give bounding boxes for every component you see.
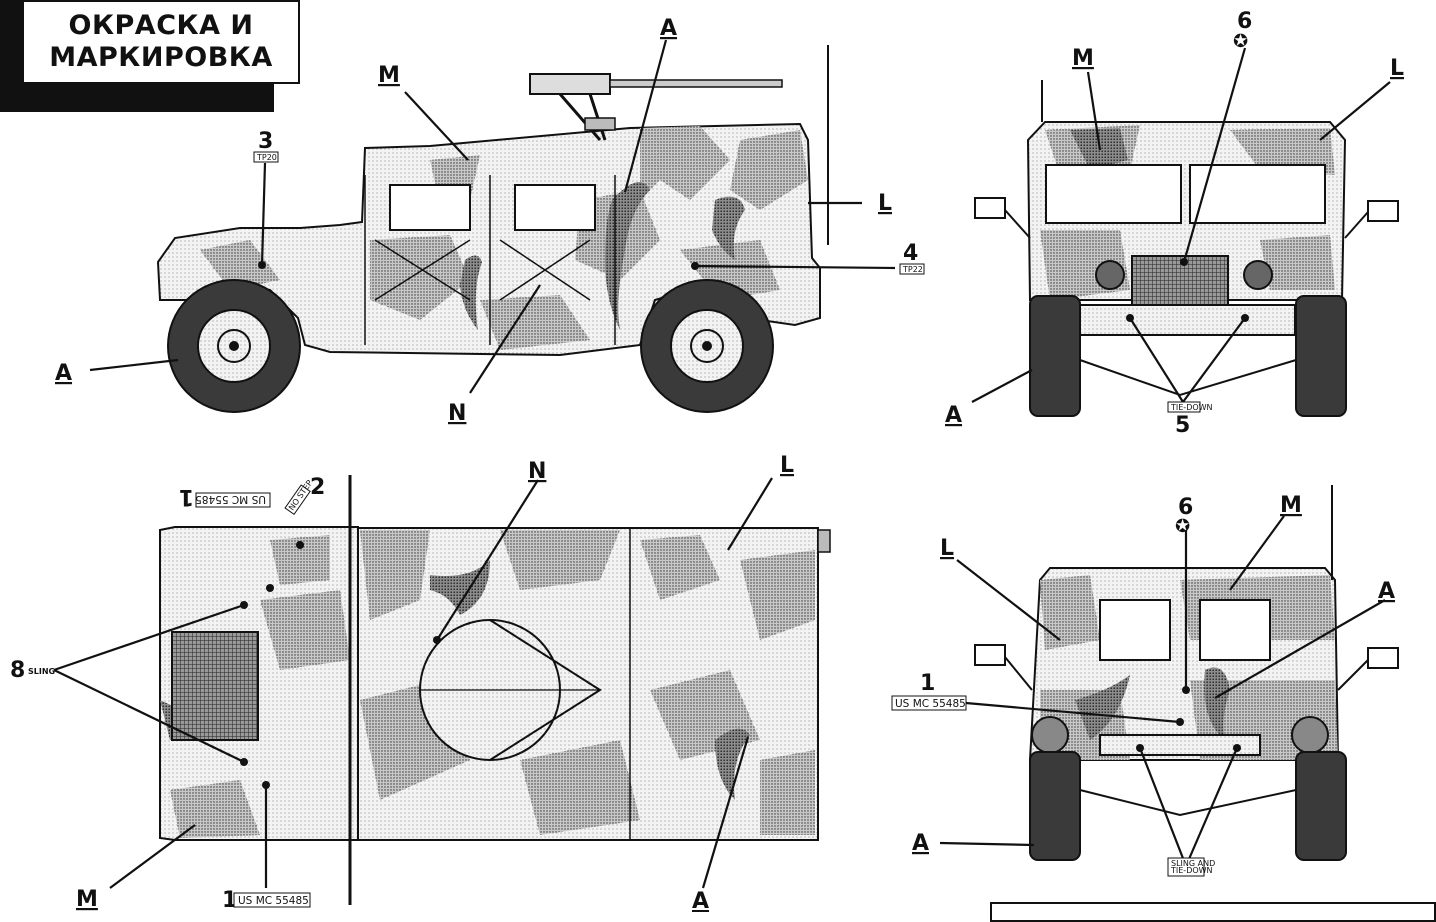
rear-view [974,485,1399,861]
label-l-rear: L [940,536,954,561]
marking-3: 3 [258,129,273,154]
marking-sling-tiedown-1: SLING AND [1171,859,1215,868]
marking-usmc-rear: US MC 55485 [895,698,966,710]
label-l-top: L [780,453,794,478]
label-m-side: M [378,63,400,88]
marking-1-top-upper: 1 [179,484,194,509]
page-title-line-2: МАРКИРОВКА [49,42,273,73]
marking-sling-tiedown-2: TIE-DOWN [1170,866,1213,875]
marking-tp22: TP22 [902,265,923,274]
label-l-front: L [1390,56,1404,81]
label-n-top: N [528,459,546,484]
decal-markings: 3 TP20 4 TP22 6 ✪ TIE-DOWN 5 1 US MC 554… [10,9,1252,913]
marking-1-top-lower: 1 [222,888,237,912]
label-a-front: A [945,403,962,428]
marking-tiedown: TIE-DOWN [1170,403,1213,412]
marking-dots [240,258,1249,789]
marking-usmc-top-lower: US MC 55485 [238,895,309,907]
marking-sling: SLING [28,667,55,676]
label-n-side: N [448,401,466,426]
label-a-side-top: A [660,16,677,41]
label-a-side: A [55,361,72,386]
marking-2: 2 [310,475,325,500]
marking-1-rear: 1 [920,671,935,696]
side-wheel-front [167,279,301,413]
paint-labels: A M A L N M L A N L M A L M A A [55,16,1404,914]
label-m-top: M [76,887,98,912]
label-l-side: L [878,191,892,216]
page-title: ОКРАСКА И МАРКИРОВКА [22,0,300,84]
page-title-line-1: ОКРАСКА И [68,10,254,41]
side-wheel-rear [640,279,774,413]
label-a-rear: A [912,831,929,856]
star-icon: ✪ [1233,31,1248,52]
side-view [156,45,829,413]
marking-6-rear: 6 [1178,495,1193,520]
star-icon: ✪ [1175,516,1190,537]
label-m-rear: M [1280,493,1302,518]
front-view [974,80,1399,417]
label-a-rear-top: A [1378,579,1395,604]
marking-8: 8 [10,658,25,683]
label-m-front: M [1072,46,1094,71]
marking-usmc-top-upper: US MC 55485 [195,493,266,505]
marking-4: 4 [903,241,918,266]
top-view [159,475,831,905]
marking-tp20: TP20 [256,153,277,162]
label-a-top: A [692,889,709,912]
side-gun [529,73,783,141]
bottom-frame [990,902,1436,922]
leader-lines [53,39,1391,889]
marking-6-front: 6 [1237,9,1252,34]
marking-5: 5 [1175,413,1190,438]
